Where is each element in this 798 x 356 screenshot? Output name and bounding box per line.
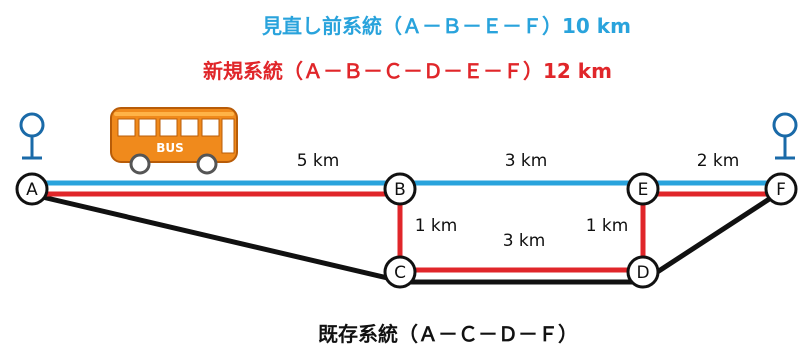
node-a: A xyxy=(15,172,49,206)
node-f-label: F xyxy=(776,180,786,200)
distance-de-label: 1 km xyxy=(586,216,629,236)
distance-be-label: 3 km xyxy=(505,151,548,171)
node-c-label: C xyxy=(394,263,406,283)
node-b-label: B xyxy=(394,180,406,200)
bus-stop-icon-f xyxy=(772,112,798,160)
distance-cd-label: 3 km xyxy=(503,231,546,251)
node-e-label: E xyxy=(638,180,649,200)
bus-icon: BUS xyxy=(110,107,238,175)
bus-label: BUS xyxy=(156,141,184,155)
distance-bc-label: 1 km xyxy=(415,216,458,236)
legend-old-route: 見直し前系統（Ａ－Ｂ－Ｅ－Ｆ）10 km xyxy=(262,14,631,38)
legend-existing-route: 既存系統（Ａ－Ｃ－Ｄ－Ｆ） xyxy=(318,322,578,346)
node-f: F xyxy=(764,172,798,206)
node-c: C xyxy=(383,255,417,289)
node-d: D xyxy=(626,255,660,289)
legend-new-route: 新規系統（Ａ－Ｂ－Ｃ－Ｄ－Ｅ－Ｆ）12 km xyxy=(203,59,612,83)
new-route-line xyxy=(32,191,785,273)
bus-stop-icon-a xyxy=(19,112,45,160)
distance-ef-label: 2 km xyxy=(697,151,740,171)
distance-ab-label: 5 km xyxy=(297,151,340,171)
node-a-label: A xyxy=(26,180,38,200)
node-b: B xyxy=(383,172,417,206)
existing-route-line xyxy=(35,189,783,285)
node-e: E xyxy=(626,172,660,206)
node-d-label: D xyxy=(636,263,649,283)
